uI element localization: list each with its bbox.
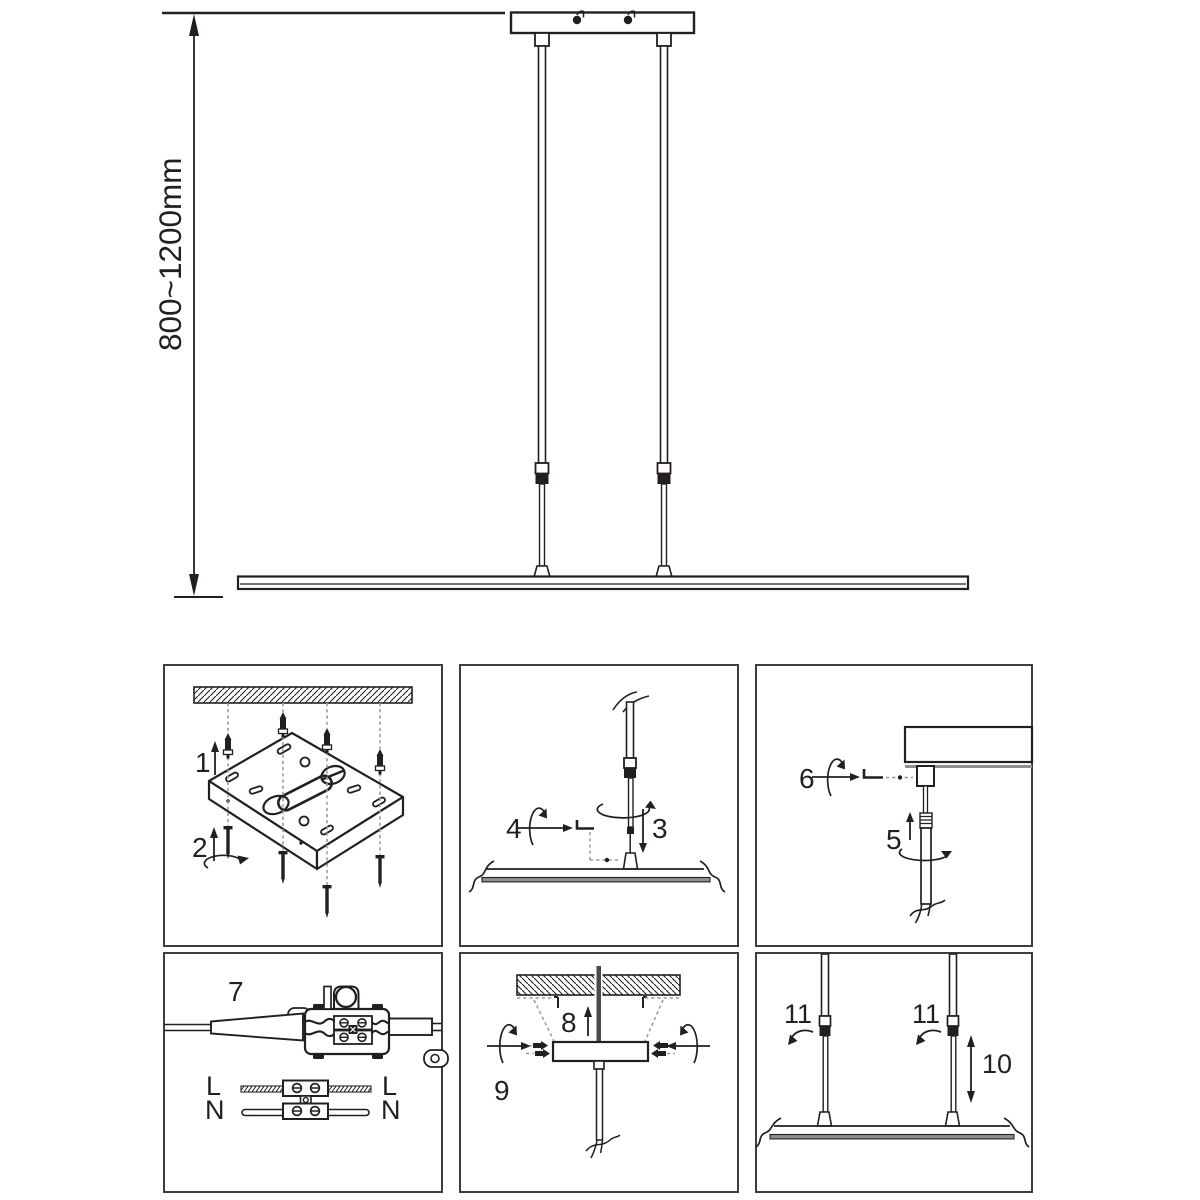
rotate-arrow-icon bbox=[487, 1023, 531, 1064]
wiring-L-N-diagram: L L N N bbox=[205, 1071, 401, 1125]
rotate-arrow-icon bbox=[666, 1023, 710, 1064]
panel-canopy-fixing: 8 bbox=[487, 966, 710, 1159]
side-screw-icon bbox=[524, 1041, 550, 1058]
light-bar bbox=[236, 575, 970, 591]
step-6-label: 6 bbox=[799, 763, 815, 794]
right-arrow-icon bbox=[812, 773, 860, 781]
panel-wiring: 7 bbox=[164, 976, 449, 1125]
step-9-label: 9 bbox=[494, 1075, 510, 1106]
panel-rod-to-bar: 3 4 bbox=[468, 691, 726, 893]
instruction-panels: 1 2 bbox=[163, 664, 1034, 1193]
rotate-arrow-icon bbox=[898, 848, 952, 862]
rotate-arrow-icon bbox=[916, 1029, 942, 1045]
threaded-rod-end bbox=[919, 812, 933, 829]
step-5-label: 5 bbox=[886, 824, 902, 855]
rotate-arrow-icon bbox=[788, 1029, 814, 1045]
allen-key-icon bbox=[862, 769, 883, 779]
neutral-label-right: N bbox=[381, 1095, 401, 1125]
dimension-arrow bbox=[174, 14, 223, 598]
adjustable-rod bbox=[816, 953, 833, 1127]
height-adjuster-right bbox=[657, 473, 671, 484]
step-1-label: 1 bbox=[195, 747, 211, 778]
step-3-label: 3 bbox=[652, 813, 668, 844]
ceiling-hatch bbox=[193, 686, 413, 704]
main-diagram: 800~1200mm bbox=[152, 10, 970, 598]
adjustable-rod bbox=[944, 953, 961, 1127]
step-8-label: 8 bbox=[561, 1007, 577, 1038]
down-arrow-icon bbox=[639, 809, 647, 853]
step-2-label: 2 bbox=[192, 832, 208, 863]
canopy bbox=[551, 1040, 650, 1063]
step-11-label: 11 bbox=[784, 999, 812, 1029]
panel-border bbox=[163, 952, 443, 1193]
dimension-label: 800~1200mm bbox=[152, 157, 188, 351]
panel-border bbox=[755, 952, 1033, 1193]
double-arrow-icon bbox=[967, 1035, 975, 1103]
height-adjuster-left bbox=[535, 473, 549, 484]
canopy-screw-icon bbox=[623, 10, 636, 25]
panel-rod-to-canopy: 5 6 bbox=[799, 725, 1034, 924]
allen-key-icon bbox=[575, 820, 594, 830]
mounting-plate bbox=[207, 731, 405, 871]
step-7-label: 7 bbox=[228, 976, 244, 1007]
side-screw-icon bbox=[651, 1041, 677, 1058]
suspension-rod-right bbox=[654, 32, 674, 578]
light-bar-section bbox=[755, 1117, 1030, 1148]
rotate-arrow-icon bbox=[596, 800, 656, 819]
panel-border bbox=[755, 664, 1033, 947]
light-bar-section bbox=[468, 860, 726, 893]
right-arrow-icon bbox=[517, 824, 573, 832]
suspension-rod-left bbox=[532, 32, 552, 578]
panel-mounting-plate: 1 2 bbox=[192, 686, 413, 918]
suspension-rod bbox=[622, 701, 639, 870]
rotate-arrow-icon bbox=[528, 807, 547, 846]
canopy-section bbox=[903, 725, 1034, 764]
up-arrow-icon bbox=[211, 741, 219, 775]
up-arrow-icon bbox=[906, 812, 914, 840]
panel-height-adjustment: 11 11 10 bbox=[755, 953, 1030, 1148]
step-10-label: 10 bbox=[982, 1049, 1012, 1079]
step-11-label: 11 bbox=[912, 999, 940, 1029]
up-arrow-icon bbox=[584, 1006, 592, 1036]
rotate-arrow-icon bbox=[203, 854, 249, 869]
ceiling-canopy bbox=[509, 10, 696, 35]
wire-connector-box bbox=[164, 985, 449, 1068]
live-label-left: L bbox=[206, 1071, 221, 1101]
step-4-label: 4 bbox=[506, 813, 522, 844]
canopy-screw-icon bbox=[572, 10, 585, 25]
live-label-right: L bbox=[382, 1071, 397, 1101]
neutral-label-left: N bbox=[205, 1095, 225, 1125]
rotate-arrow-icon bbox=[826, 758, 845, 797]
